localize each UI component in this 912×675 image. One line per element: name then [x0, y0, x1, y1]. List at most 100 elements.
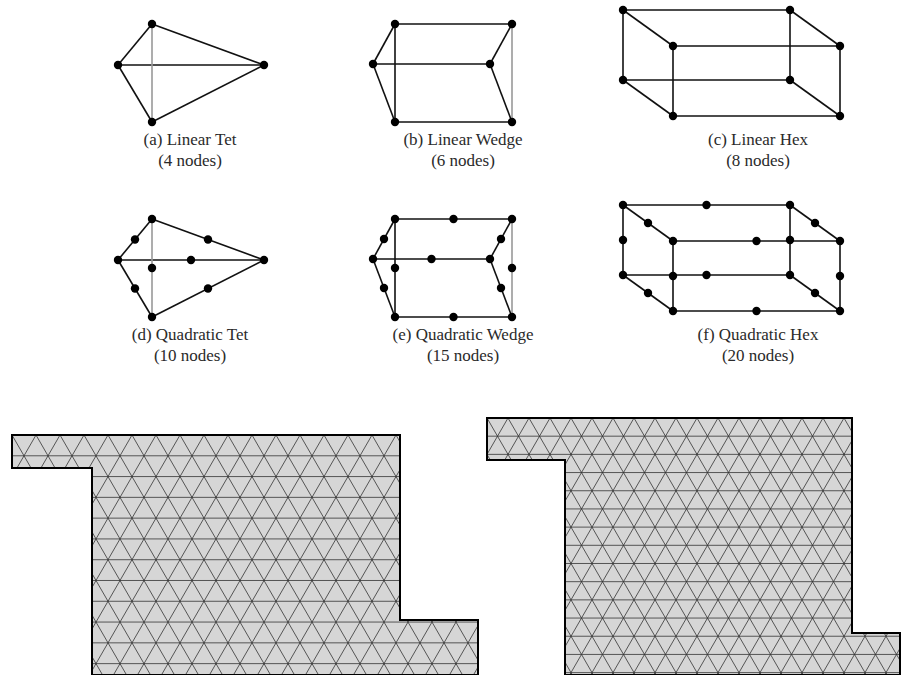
mesh-edge: [802, 418, 912, 675]
mesh-edge: [0, 508, 912, 509]
mesh-edge: [0, 435, 3, 675]
mesh-edge: [0, 418, 88, 675]
element-node: [391, 118, 399, 126]
mesh-edge: [0, 581, 912, 582]
element-node: [260, 61, 268, 69]
element-node: [391, 20, 399, 28]
element-edge: [395, 23, 512, 25]
mesh-edge: [634, 418, 865, 675]
mesh-edge: [228, 435, 459, 675]
mesh-edge: [0, 418, 172, 675]
mesh-edge: [382, 418, 613, 675]
mesh-edge: [900, 435, 912, 675]
mesh-edge: [0, 418, 109, 675]
mesh-edge: [252, 435, 483, 675]
element-edge: [118, 260, 152, 317]
element-node: [449, 313, 457, 321]
mesh-edge: [0, 435, 180, 675]
element-edge: [839, 46, 841, 116]
mesh-edge: [0, 418, 25, 675]
mesh-edge: [141, 435, 372, 675]
mesh-edge: [93, 435, 324, 675]
mesh-edge: [508, 418, 739, 675]
mesh-edge: [151, 418, 382, 675]
element-node: [752, 237, 760, 245]
element-edge: [373, 63, 490, 65]
mesh-edge: [592, 418, 823, 675]
element-node: [369, 60, 377, 68]
element-node: [836, 42, 844, 50]
element-edge: [118, 65, 152, 122]
mesh-edge: [487, 418, 718, 675]
mesh-edge: [193, 418, 424, 675]
element-edge: [673, 115, 840, 117]
element-caption: (20 nodes): [720, 346, 796, 366]
mesh-edge: [592, 418, 823, 675]
mesh-edge: [261, 435, 492, 675]
mesh-edge: [276, 435, 507, 675]
mesh-edge: [0, 654, 912, 655]
mesh-edge: [0, 435, 132, 675]
element-edge: [152, 260, 264, 317]
element-node: [427, 255, 435, 263]
element-node: [669, 237, 677, 245]
mesh-edge: [823, 418, 912, 675]
mesh-edge: [21, 435, 252, 675]
element-node: [391, 264, 399, 272]
mesh-edge: [235, 418, 466, 675]
mesh-edge: [60, 435, 291, 675]
hex-element: [619, 201, 844, 315]
mesh-edge: [0, 454, 912, 455]
mesh-edge: [319, 418, 550, 675]
mesh-edge: [237, 435, 468, 675]
element-node: [836, 237, 844, 245]
element-edge: [118, 64, 264, 66]
mesh-edge: [445, 418, 676, 675]
element-caption: (a) Linear Tet: [142, 130, 239, 150]
element-node: [449, 215, 457, 223]
mesh-edge: [676, 418, 907, 675]
mesh-edge: [45, 435, 276, 675]
mesh-edge: [0, 435, 156, 675]
mesh-edge: [0, 418, 46, 675]
mesh-edge: [382, 418, 613, 675]
mesh-edge: [193, 418, 424, 675]
element-node: [148, 215, 156, 223]
element-node: [508, 215, 516, 223]
mesh-edge: [256, 418, 487, 675]
mesh-edge: [0, 599, 912, 600]
mesh-edge: [760, 418, 912, 675]
element-edge: [152, 24, 264, 65]
mesh-outline: [12, 435, 478, 675]
mesh-edge: [508, 418, 739, 675]
mesh-edge: [0, 418, 4, 675]
element-node: [836, 112, 844, 120]
element-node: [619, 201, 627, 209]
wedge-element: [369, 20, 516, 126]
element-caption: (8 nodes): [724, 151, 792, 171]
mesh-edge: [718, 418, 912, 675]
element-edge: [511, 24, 513, 122]
mesh-edge: [529, 418, 760, 675]
element-caption: (4 nodes): [156, 151, 224, 171]
element-node: [702, 271, 710, 279]
mesh-edge: [0, 435, 204, 675]
mesh-edge: [0, 435, 75, 675]
element-node: [669, 42, 677, 50]
element-node: [619, 236, 627, 244]
element-node: [644, 289, 652, 297]
element-edge: [672, 46, 674, 116]
element-node: [369, 255, 377, 263]
element-node: [644, 219, 652, 227]
element-node: [148, 264, 156, 272]
element-caption: (e) Quadratic Wedge: [391, 325, 536, 345]
element-edge: [623, 205, 673, 241]
element-edge: [623, 275, 673, 311]
mesh-edge: [361, 418, 592, 675]
element-edge: [373, 24, 395, 64]
element-node: [619, 76, 627, 84]
mesh-outline: [487, 418, 900, 675]
mesh-edge: [36, 435, 267, 675]
mesh-edge: [4, 418, 235, 675]
mesh-edge: [0, 636, 912, 637]
